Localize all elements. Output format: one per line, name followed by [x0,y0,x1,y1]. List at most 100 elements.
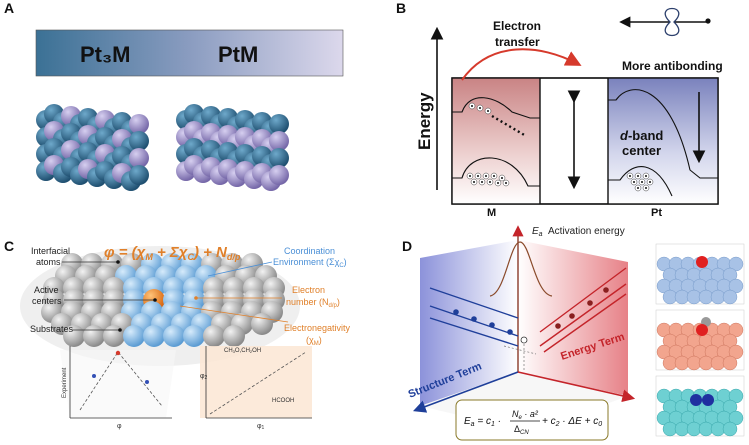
electron-number-label-2: number (Nd/p) [286,297,340,309]
interfacial-label-1: Interfacial [31,246,70,256]
m-label: M [487,207,496,219]
pt-upper-band [608,89,718,179]
equation-box [455,399,609,441]
surface-atom [728,388,744,404]
substrate-atom [251,313,273,335]
panel-b-letter: B [396,0,406,16]
ptm-label: PtM [218,42,258,67]
adsorbate-dot [705,18,711,24]
surface-image-orange [655,309,745,371]
surface-atom [728,256,744,272]
activation-energy-label: Activation energy [548,226,625,237]
electronegativity-label-2: (χM) [306,335,322,347]
m-lower-band [452,157,540,187]
energy-line-3 [543,293,627,353]
electron-transfer-line1: Electron [493,19,541,33]
interfacial-atom [163,325,185,347]
surface-atom [722,289,738,305]
m-atom [269,131,289,151]
m-upper-band [452,97,540,119]
svg-text:+ c2 · ΔE + c0: + c2 · ΔE + c0 [542,416,602,428]
interfacial-atom [183,325,205,347]
substrates-label: Substrates [30,324,74,334]
volcano-line [79,351,163,411]
m-dotted-states [491,114,527,138]
panel-c: C φ = (χM + ΣχC) + Nd/p Interfacial atom… [4,238,351,431]
d-band-center-word: center [622,143,661,158]
adsorbate-atom [690,394,702,406]
panel-d-letter: D [402,238,412,254]
energy-axis-label: Energy [415,92,434,150]
panel-a-letter: A [4,0,14,16]
panel-b: B Energy d-band center M Pt Electron tra… [396,0,723,219]
volcano-xlabel: φ [117,423,122,430]
interfacial-atom [123,325,145,347]
adsorbate-atom [696,256,708,268]
pt-electrons [626,172,654,192]
panel-a: A Pt₃M PtM [4,0,344,191]
panel-c-letter: C [4,238,14,254]
electron-transfer-arrow [461,48,582,81]
surface-atom [722,355,738,371]
pt-lower-band [608,166,673,197]
adsorbate-atom [693,313,703,323]
scaling-xlabel: φ1 [257,423,265,431]
pt-label: Pt [651,207,662,219]
substrate-atom [203,325,225,347]
surface-atom [722,421,738,437]
volcano-point-top [115,350,121,356]
pt-atom [129,165,149,185]
coordination-label-1: Coordination [284,246,335,256]
orbital-lobes-icon [664,7,680,37]
m-atom [129,114,149,134]
surface-image-blue [655,243,745,305]
adsorbate-atom [702,394,714,406]
m-atom [269,165,289,185]
volcano-ylabel: Experiment [62,367,68,398]
structure-axis [413,371,519,413]
structure-line-1 [429,287,519,319]
energy-line-2 [539,283,627,347]
m-atom [129,148,149,168]
scaling-line [209,351,307,415]
composition-gradient-bar [35,29,344,77]
scaling-plot: CH3O,CH2OH HCOOH φ2 φ1 [200,346,312,431]
structure-line-3 [429,317,519,347]
electron-number-label-1: Electron [292,285,325,295]
energy-axis [517,371,636,403]
interfacial-label-2: atoms [36,257,61,267]
ptm-cluster [176,104,289,191]
volcano-point-right [145,380,149,384]
surface-atom [728,410,744,426]
equation-text: Ea = c1 · [464,416,501,428]
structure-plane [420,240,518,406]
surface-atom [722,267,738,283]
coordination-label-2: Environment (ΣχC) [273,257,347,269]
scaling-ylabel: φ2 [200,373,208,381]
interfacial-atom [143,325,165,347]
ea-axis-label: Ea [532,226,543,238]
catalyst-slab [41,253,285,347]
substrate-atom [83,325,105,347]
volcano-plot: Experiment φ [60,346,176,430]
scaling-top-label: CH3O,CH2OH [224,348,261,354]
activation-peak-curve [489,241,553,297]
pt-atom [269,148,289,168]
d-band-center-label: d-band [620,128,663,143]
pt3m-label: Pt₃M [80,42,131,67]
pt3m-cluster [36,104,149,191]
electron-transfer-line2: transfer [495,35,540,49]
panel-d: D Ea Activation energy Structure Term En… [402,225,745,441]
surface-atom [728,322,744,338]
substrate-atom [223,325,245,347]
optimum-point [520,336,528,344]
surface-atom [728,278,744,294]
electronegativity-label-1: Electronegativity [284,323,351,333]
m-electrons [466,102,510,187]
energy-line-1 [539,267,627,333]
volcano-point-left [92,374,96,378]
pt-atom [269,114,289,134]
scaling-bottom-label: HCOOH [272,398,294,404]
surface-atom [722,399,738,415]
